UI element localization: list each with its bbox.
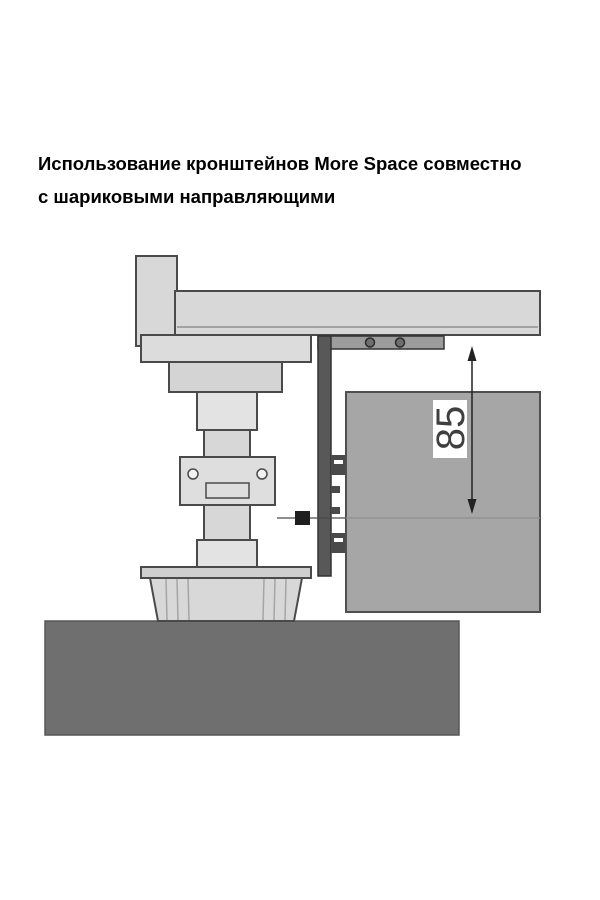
bracket-screw-icon [394, 337, 406, 348]
dimension-label-halo [433, 400, 467, 458]
dimension-arrow-down-icon [467, 499, 477, 514]
slide-clip-tab [331, 486, 340, 493]
mounting-plate-lower [168, 361, 283, 393]
leg-tube-mid-lower [203, 504, 251, 541]
leg-tube-mid-upper [203, 429, 251, 458]
page-title-line-1: Использование кронштейнов More Space сов… [38, 153, 522, 174]
connector-screw-icon [256, 468, 268, 480]
page-title-line-2: с шариковыми направляющими [38, 186, 336, 207]
leg-tube-lower [196, 539, 258, 571]
dimension-85: 85 [429, 346, 477, 514]
dimension-label: 85 [429, 406, 473, 451]
foot-body [148, 577, 304, 622]
worktop-shape [174, 290, 541, 336]
bracket-web [317, 335, 332, 577]
mounting-centerline [277, 511, 346, 525]
connector-screw-icon [187, 468, 199, 480]
foot-ribs [165, 578, 287, 621]
leg-foot [140, 566, 312, 622]
bracket-screw-icon [364, 337, 376, 348]
foot-flange [140, 566, 312, 579]
support-leg [179, 391, 276, 571]
leg-tube-upper [196, 391, 258, 431]
wall-panel-shape [135, 255, 178, 347]
floor [44, 620, 460, 736]
leg-mounting-plate [140, 334, 312, 393]
more-space-bracket [317, 335, 445, 577]
floor-slab [44, 620, 460, 736]
connector-window [205, 482, 250, 499]
slide-clip-notch [334, 538, 343, 542]
leg-connector-plate [179, 456, 276, 506]
slide-clip-bottom [331, 533, 346, 553]
dimension-arrow-up-icon [467, 346, 477, 361]
worktop-panel [174, 290, 541, 336]
wall-panel [135, 255, 178, 347]
mounting-plate-upper [140, 334, 312, 363]
mounting-screw [295, 511, 310, 525]
slide-clip-top [331, 455, 346, 475]
slide-clip-notch [334, 460, 343, 464]
page-title: Использование кронштейнов More Space сов… [38, 147, 578, 213]
slide-clip-tab [331, 507, 340, 514]
slide-clips [331, 455, 346, 553]
bracket-flange [317, 335, 445, 350]
connector-plate-shape [179, 456, 276, 506]
